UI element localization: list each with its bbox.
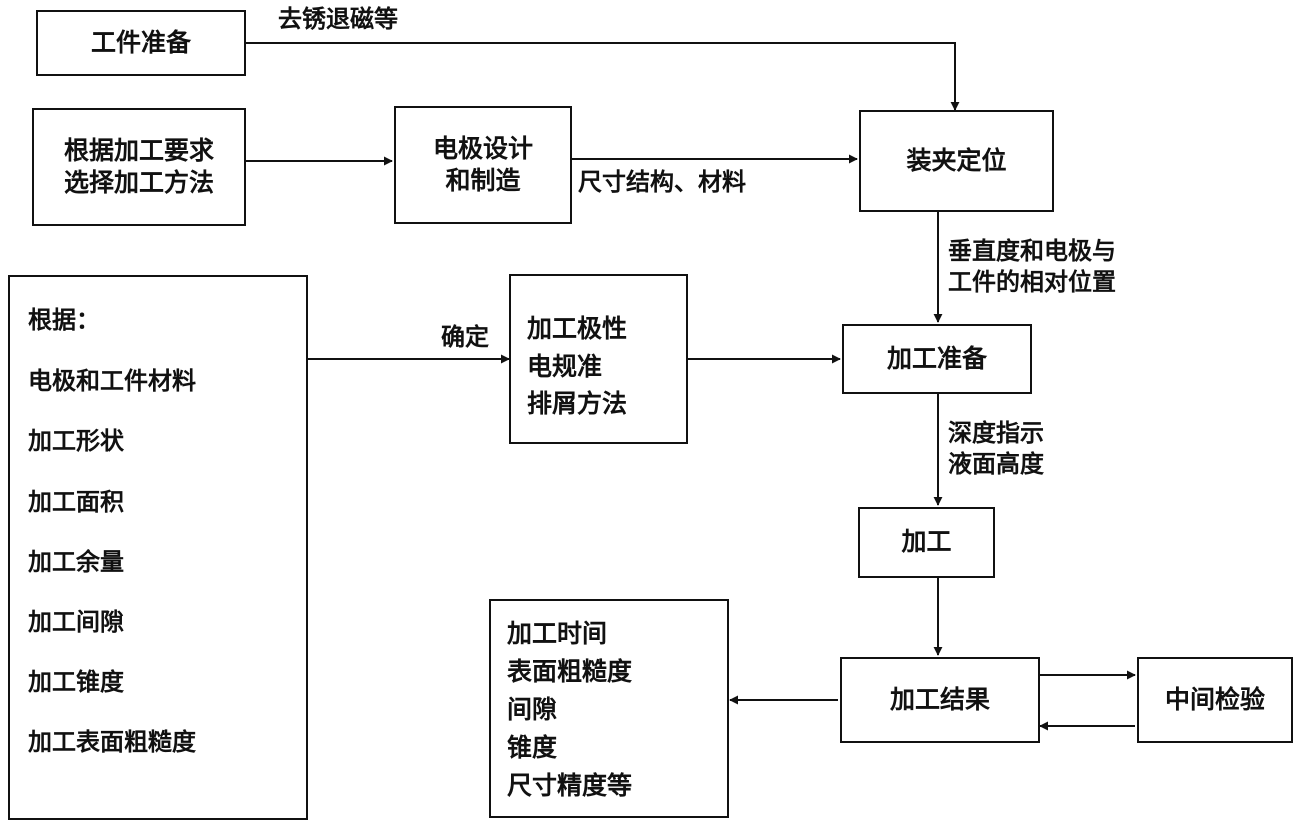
select-method-line-2: 选择加工方法 bbox=[63, 168, 214, 197]
inspection-box: 中间检验 bbox=[1137, 657, 1293, 743]
output-item-1: 加工时间 bbox=[507, 619, 608, 648]
basis-item-3: 加工面积 bbox=[28, 487, 124, 516]
output-item-2: 表面粗糙度 bbox=[507, 657, 633, 686]
depth-indication-line-2: 液面高度 bbox=[948, 450, 1044, 479]
select-method-line-1: 根据加工要求 bbox=[63, 135, 214, 165]
electrode-design-line-1: 电极设计 bbox=[432, 133, 533, 163]
electrode-design-box: 电极设计 和制造 bbox=[394, 106, 572, 224]
determine-label-text: 确定 bbox=[441, 323, 489, 351]
clamping-label: 装夹定位 bbox=[906, 145, 1007, 175]
size-structure-label: 尺寸结构、材料 bbox=[578, 167, 746, 198]
machining-label: 加工 bbox=[901, 527, 952, 557]
determine-label: 确定 bbox=[441, 322, 489, 353]
basis-heading: 根据： bbox=[28, 306, 100, 334]
arrow-prep-to-clamping bbox=[246, 42, 960, 111]
depth-indication-label: 深度指示 液面高度 bbox=[948, 418, 1044, 480]
result-label: 加工结果 bbox=[889, 684, 990, 714]
machining-prep-label: 加工准备 bbox=[886, 343, 987, 373]
workpiece-prep-label: 工件准备 bbox=[90, 27, 191, 57]
size-structure-label-text: 尺寸结构、材料 bbox=[578, 168, 746, 196]
verticality-label: 垂直度和电极与 工件的相对位置 bbox=[948, 236, 1116, 298]
clamping-box: 装夹定位 bbox=[859, 110, 1054, 212]
result-box: 加工结果 bbox=[840, 657, 1040, 743]
output-item-5: 尺寸精度等 bbox=[507, 771, 633, 800]
select-method-box: 根据加工要求 选择加工方法 bbox=[32, 108, 246, 226]
basis-box: 根据： 电极和工件材料 加工形状 加工面积 加工余量 加工间隙 加工锥度 加工表… bbox=[8, 275, 308, 820]
depth-indication-line-1: 深度指示 bbox=[948, 419, 1044, 447]
verticality-line-1: 垂直度和电极与 bbox=[948, 237, 1116, 265]
derust-label-text: 去锈退磁等 bbox=[278, 5, 398, 33]
basis-item-5: 加工间隙 bbox=[28, 607, 124, 636]
output-item-4: 锥度 bbox=[507, 733, 558, 762]
machining-prep-box: 加工准备 bbox=[842, 324, 1032, 394]
params-line-3: 排屑方法 bbox=[527, 389, 628, 418]
machining-box: 加工 bbox=[858, 507, 995, 578]
basis-item-4: 加工余量 bbox=[28, 547, 124, 576]
verticality-line-2: 工件的相对位置 bbox=[948, 268, 1116, 297]
outputs-box: 加工时间 表面粗糙度 间隙 锥度 尺寸精度等 bbox=[489, 599, 729, 818]
basis-item-2: 加工形状 bbox=[28, 427, 124, 456]
basis-item-7: 加工表面粗糙度 bbox=[28, 728, 196, 757]
params-line-2: 电规准 bbox=[527, 351, 603, 381]
output-item-3: 间隙 bbox=[507, 695, 558, 724]
basis-item-6: 加工锥度 bbox=[28, 668, 124, 697]
basis-item-1: 电极和工件材料 bbox=[28, 367, 196, 396]
derust-label: 去锈退磁等 bbox=[278, 4, 398, 35]
workpiece-prep-box: 工件准备 bbox=[36, 10, 246, 76]
params-line-1: 加工极性 bbox=[527, 314, 628, 343]
electrode-design-line-2: 和制造 bbox=[445, 166, 521, 195]
inspection-label: 中间检验 bbox=[1164, 684, 1265, 714]
determine-params-box: 加工极性 电规准 排屑方法 bbox=[509, 274, 688, 444]
